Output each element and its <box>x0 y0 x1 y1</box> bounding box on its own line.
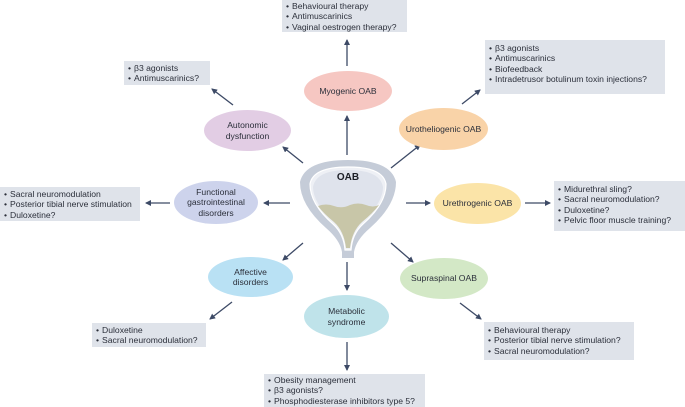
treatment-item: Posterior tibial nerve stimulation <box>4 199 136 209</box>
arrow-center-to-autonomic <box>282 146 304 164</box>
node-metabolic-syndrome: Metabolic syndrome <box>304 295 389 338</box>
treatment-item: β3 agonists <box>489 43 661 53</box>
treatment-item: Intradetrusor botulinum toxin injections… <box>489 74 661 84</box>
treatment-item: Antimuscarinics <box>286 11 403 21</box>
treatment-item: Midurethral sling? <box>558 184 681 194</box>
treatments-functional: Sacral neuromodulation Posterior tibial … <box>0 187 140 221</box>
node-urotheliogenic-oab: Urotheliogenic OAB <box>399 108 488 150</box>
treatment-item: Duloxetine? <box>558 205 681 215</box>
center-oab-label: OAB <box>336 172 360 183</box>
node-label: Affective disorders <box>232 266 269 288</box>
node-myogenic-oab: Myogenic OAB <box>304 71 392 111</box>
treatment-item: Duloxetine <box>96 325 202 335</box>
arrow-autonomic-to-treatments <box>211 88 234 106</box>
treatment-item: Antimuscarinics <box>489 53 661 63</box>
treatment-item: Sacral neuromodulation? <box>96 335 202 345</box>
treatment-item: Behavioural therapy <box>286 1 403 11</box>
node-supraspinal-oab: Supraspinal OAB <box>400 258 488 299</box>
treatment-item: Sacral neuromodulation <box>4 189 136 199</box>
arrow-supraspinal-to-treatments <box>459 302 482 320</box>
arrow-affective-to-treatments <box>209 301 233 320</box>
treatments-urotheliogenic: β3 agonists Antimuscarinics Biofeedback … <box>485 40 665 94</box>
treatments-myogenic: Behavioural therapy Antimuscarinics Vagi… <box>282 0 407 32</box>
treatments-urethrogenic: Midurethral sling? Sacral neuromodulatio… <box>554 181 685 231</box>
treatment-item: Phosphodiesterase inhibitors type 5? <box>268 396 421 406</box>
node-label: Autonomic dysfunction <box>225 120 270 141</box>
treatment-item: β3 agonists <box>128 63 206 73</box>
treatments-supraspinal: Behavioural therapy Posterior tibial ner… <box>484 322 634 360</box>
node-label: Functional gastrointestinal disorders <box>187 186 245 218</box>
treatment-item: Obesity management <box>268 375 421 385</box>
node-urethrogenic-oab: Urethrogenic OAB <box>434 183 521 224</box>
arrow-center-to-affective <box>282 242 304 261</box>
treatment-item: Sacral neuromodulation? <box>488 346 630 356</box>
treatments-affective: Duloxetine Sacral neuromodulation? <box>92 323 206 347</box>
node-label: Myogenic OAB <box>319 85 377 96</box>
node-label: Metabolic syndrome <box>327 306 366 327</box>
treatment-item: Pelvic floor muscle training? <box>558 215 681 225</box>
arrow-urotheliogenic-to-treatments <box>461 89 481 105</box>
treatment-item: Vaginal oestrogen therapy? <box>286 22 403 32</box>
node-autonomic-dysfunction: Autonomic dysfunction <box>204 110 291 151</box>
treatments-autonomic: β3 agonists Antimuscarinics? <box>124 61 210 85</box>
arrow-center-to-urotheliogenic <box>390 144 421 169</box>
node-label: Supraspinal OAB <box>411 273 477 284</box>
arrow-center-to-supraspinal <box>390 242 414 263</box>
treatment-item: Duloxetine? <box>4 210 136 220</box>
treatment-item: Sacral neuromodulation? <box>558 194 681 204</box>
node-affective-disorders: Affective disorders <box>208 257 293 297</box>
treatment-item: β3 agonists? <box>268 385 421 395</box>
treatments-metabolic: Obesity management β3 agonists? Phosphod… <box>264 374 425 407</box>
node-functional-gi-disorders: Functional gastrointestinal disorders <box>174 181 258 224</box>
node-label: Urotheliogenic OAB <box>405 123 482 134</box>
treatment-item: Antimuscarinics? <box>128 73 206 83</box>
node-label: Urethrogenic OAB <box>442 198 513 209</box>
bladder-icon <box>300 160 396 258</box>
treatment-item: Posterior tibial nerve stimulation? <box>488 335 630 345</box>
arrows-group <box>145 39 551 371</box>
treatment-item: Biofeedback <box>489 64 661 74</box>
treatment-item: Behavioural therapy <box>488 325 630 335</box>
